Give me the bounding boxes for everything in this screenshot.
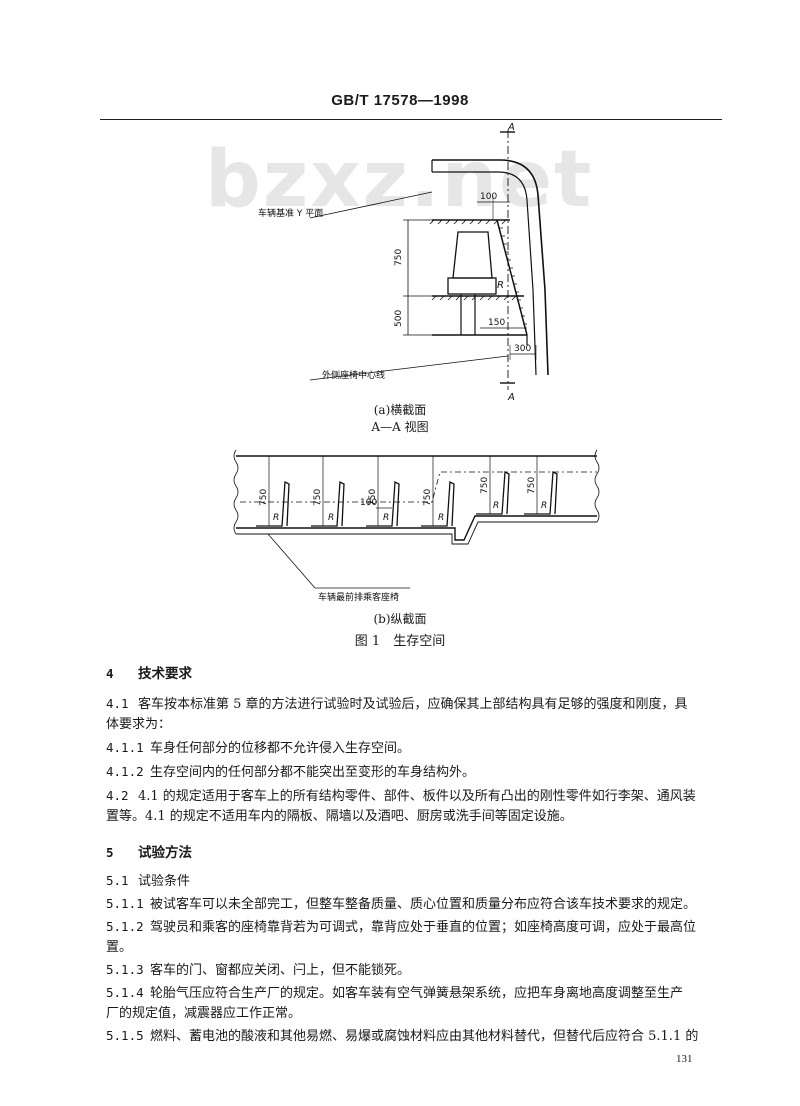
seats-row — [256, 470, 558, 527]
dim-750: 750 — [394, 249, 404, 266]
radius-b-3: R — [383, 513, 389, 523]
dim-100-b: 100 — [360, 498, 377, 508]
ref-plane-label: 车辆基准 Y 平面 — [258, 207, 323, 219]
caption-b: (b)纵截面 — [373, 612, 427, 626]
view-label: A—A 视图 — [371, 420, 429, 434]
front-seat-label: 车辆最前排乘客座椅 — [318, 591, 399, 603]
radius-b-1: R — [273, 513, 279, 523]
floor-profile — [236, 515, 597, 541]
seat-center-label: 外侧座椅中心线 — [322, 369, 385, 381]
dim-750-5: 750 — [480, 477, 490, 494]
seat-back — [452, 231, 493, 279]
header-rule — [100, 119, 722, 120]
dim-750-6: 750 — [527, 477, 537, 494]
figure-caption: 图 1 生存空间 — [354, 634, 446, 649]
dim-100: 100 — [480, 192, 497, 202]
dim-750-4: 750 — [423, 489, 433, 506]
radius-b-2: R — [328, 513, 334, 523]
dim-300: 300 — [514, 344, 531, 354]
section-mark-top: A — [507, 122, 515, 133]
body-inner-shell — [432, 171, 537, 376]
figure-b-longitudinal-section: 750 750 750 750 750 750 100 R R R R R R … — [233, 449, 600, 603]
section-mark-bottom: A — [507, 392, 515, 403]
dim-500: 500 — [394, 310, 404, 327]
radius-b-6: R — [541, 501, 547, 511]
dim-150: 150 — [488, 318, 505, 328]
body-outer-shell — [432, 159, 549, 376]
caption-a: (a)横截面 — [373, 403, 427, 417]
dim-750-1: 750 — [259, 489, 269, 506]
radius-b-5: R — [493, 501, 499, 511]
radius-label: R — [497, 280, 504, 291]
figure-a-cross-section: A A 100 750 500 150 300 R 车辆基准 Y 平面 外侧座椅… — [258, 122, 549, 403]
dim-750-2: 750 — [313, 489, 323, 506]
radius-b-4: R — [438, 513, 444, 523]
page-header: GB/T 17578—1998 — [331, 92, 469, 109]
page-number: 131 — [676, 1053, 693, 1065]
seat-cushion — [447, 277, 497, 295]
dim-750-3: 750 — [368, 489, 378, 506]
watermark: bzxz.net — [205, 135, 594, 225]
